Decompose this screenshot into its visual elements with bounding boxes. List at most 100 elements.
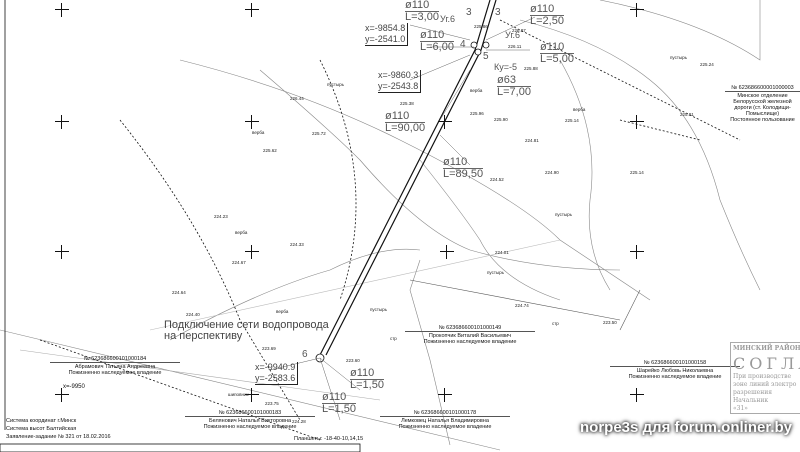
contour-line [179,59,651,301]
coord-y: y=-2583.6 [255,373,296,383]
elevation-mark: 224.33 [290,242,304,247]
surface-label: верба [470,88,483,93]
elevation-mark: 226.11 [508,44,522,49]
elevation-mark: 224.23 [214,214,228,219]
parcel-right: Пожизненно наследуемое владение [423,339,517,345]
elevation-mark: 225.88 [524,66,538,71]
grid-cross [55,115,69,129]
grid-cross [245,388,259,402]
pipe-diameter: ø110 [350,368,384,380]
elevation-mark: 225.24 [700,62,714,67]
elevation-mark: 224.64 [172,290,186,295]
slope-label: Уг.6 [505,30,521,40]
parcel-number: № 623686600101000158 [643,360,707,366]
grid-cross [440,245,454,259]
well-node [470,41,478,49]
contour-line [169,248,421,341]
parcel-number: № 623686600001000003 [731,85,794,91]
surface-label: пустырь [487,270,505,275]
fence-line [619,119,701,141]
elevation-mark: 225.96 [470,111,484,116]
surface-label: верба [573,107,586,112]
pipe-length: L=90,00 [385,122,426,134]
pipe-length: L=7,00 [497,86,531,98]
surface-label: стр [390,336,397,341]
fence-line [119,119,301,421]
surface-label: шиповник [228,392,249,397]
slope-label: Уг.6 [440,14,456,24]
coord-x: x=-9854.8 [365,23,406,33]
parcel-number: № 623686600101000184 [83,356,147,362]
pipe-length: L=3,00 [405,11,439,23]
parcel-owner: Шарейко Любовь Николаевна [610,366,740,374]
node-number: 5 [483,51,489,62]
grid-cross [630,245,644,259]
road-edge [0,329,501,451]
node-number: 3 [466,7,472,18]
stamp-line: зоне линий электро [733,381,797,388]
surface-label: верба [235,230,248,235]
boundary-line [619,289,641,331]
coord-x: x=-9940.9 [255,362,296,372]
pipe-length: L=5,00 [540,53,574,65]
height-system-note: Система высот Балтийская [6,426,77,432]
parcel-right: Пожизненно наследуемое владение [203,424,297,430]
pipe-diameter: ø110 [540,42,574,54]
parcel-number: № 623686600101000149 [438,325,502,331]
node-number: 3 [495,7,501,18]
pipe-diameter: ø110 [530,4,564,16]
coordinate-system-note: Система координат г.Минск [6,418,77,424]
fence-line [319,59,357,301]
elevation-mark: 225.62 [263,148,277,153]
pipe-diameter: ø110 [385,111,426,123]
parcel-right: Постоянное пользование [730,117,795,123]
grid-cross [245,115,259,129]
parcel-owner: Абрамович Татьяна Андреевна [50,362,180,370]
boundary-line [409,279,621,321]
elevation-mark: 225.14 [565,118,579,123]
elevation-mark: 224.67 [232,260,246,265]
sheets-note: Планшеты: -18-40-10,14,15 [294,436,364,442]
elevation-mark: 225.01 [680,112,694,117]
parcel-owner: Лемковец Наталья Владимировна [380,416,510,424]
elevation-mark: 225.14 [630,170,644,175]
grid-cross [438,388,452,402]
node-number: 6 [302,349,308,360]
parcel-right: Пожизненно наследуемое владение [398,424,492,430]
elevation-mark: 225.38 [400,101,414,106]
elevation-mark: 225.72 [312,131,326,136]
surface-label: верба [252,130,265,135]
road-edge [19,349,381,401]
elevation-mark: 223.60 [346,358,360,363]
parcel-owner: Минское отделение Белорусской железной д… [725,91,800,117]
contour-line [259,69,621,271]
pipe-length: L=1,50 [322,403,356,415]
pipe-diameter: ø110 [443,157,484,169]
contour-line [519,19,761,291]
elevation-mark: 224.01 [495,250,509,255]
elevation-mark: 224.81 [525,138,539,143]
contour-line [599,0,761,61]
surface-label: пустырь [555,212,573,217]
grid-cross [630,388,644,402]
elevation-mark: 224.90 [545,170,559,175]
elevation-mark: 224.28 [292,419,306,424]
approval-stamp: МИНСКИЙ РАЙОН ЭЛ СОГЛАС При производстве… [730,342,800,414]
title-block-frame [0,443,361,452]
pipe-length: L=1,50 [350,379,384,391]
elevation-mark: 224.40 [186,312,200,317]
